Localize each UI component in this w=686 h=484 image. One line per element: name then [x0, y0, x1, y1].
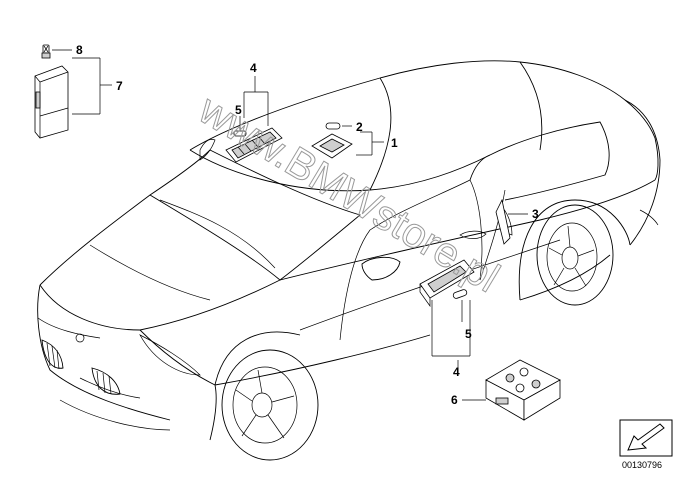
- leader-lines: [52, 49, 528, 401]
- festoon-bulb-part-5-bottom: [452, 289, 468, 299]
- torch-part-7: [34, 65, 69, 139]
- watermark: www.BMWstore.pl: [191, 85, 508, 301]
- light-part-3: [495, 198, 511, 245]
- callout-8: 8: [76, 43, 83, 57]
- callout-3: 3: [532, 207, 539, 221]
- car-outline: [37, 60, 661, 461]
- callout-2: 2: [356, 120, 363, 134]
- interior-light-part-4-top: [225, 127, 283, 163]
- reading-light-part-1: [311, 133, 353, 159]
- callout-5-top: 5: [235, 103, 242, 117]
- control-unit-part-6: [485, 359, 561, 421]
- festoon-bulb-part-5-top: [233, 130, 247, 137]
- door-light-part-4-bottom: [419, 259, 475, 308]
- bulb-part-2: [325, 122, 341, 130]
- callout-4-bottom: 4: [453, 365, 460, 379]
- callout-1: 1: [391, 136, 398, 150]
- bulb-part-8: [41, 44, 51, 59]
- callout-4-top: 4: [250, 61, 257, 75]
- callout-6: 6: [451, 393, 458, 407]
- reference-number: 00130796: [622, 460, 662, 470]
- callout-7: 7: [116, 79, 123, 93]
- callout-5-bottom: 5: [465, 327, 472, 341]
- arrow-back-icon[interactable]: [619, 419, 673, 457]
